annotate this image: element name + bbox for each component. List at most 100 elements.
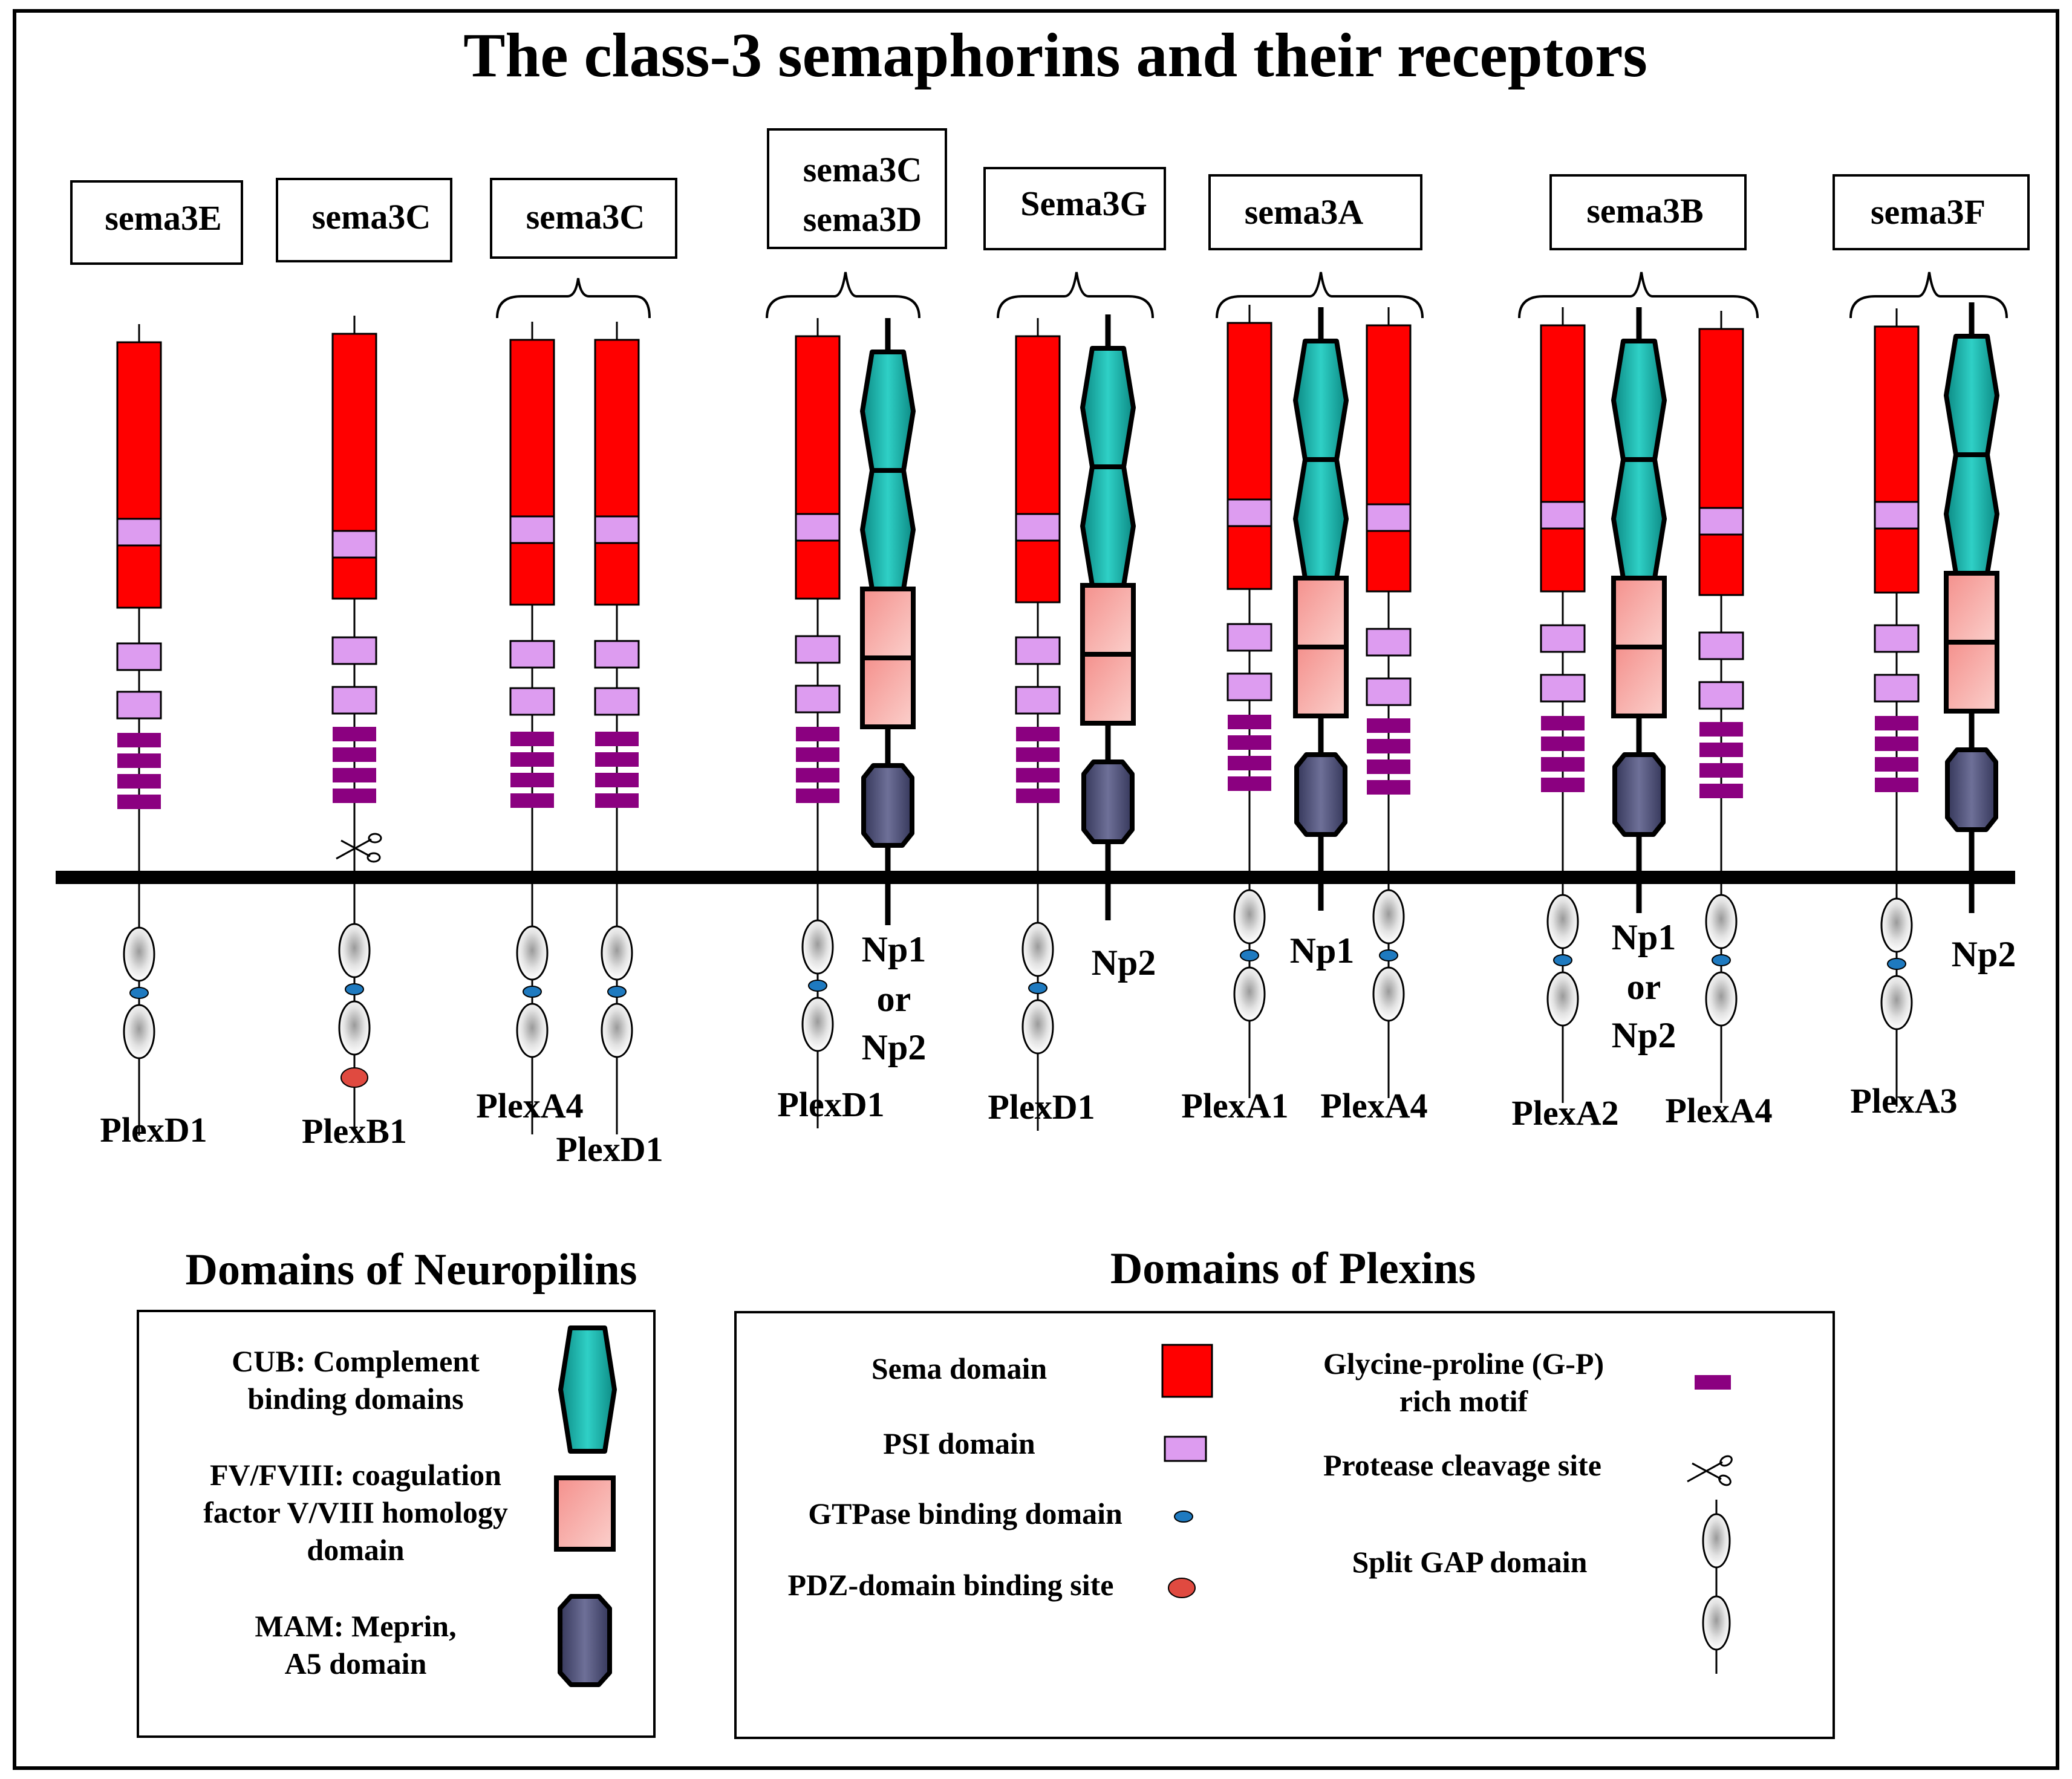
neuropilin-receptor-4 [1611, 307, 1667, 913]
ligand-box-sema3a [1208, 174, 1422, 250]
ligand-box-sema3e [70, 180, 243, 265]
gp-motif [1367, 780, 1410, 795]
gp-motif [595, 752, 639, 767]
receptor-label-plexa2: PlexA2 [1511, 1093, 1618, 1133]
psi-domain [1366, 628, 1412, 657]
psi-domain [1227, 672, 1272, 701]
receptor-labels: PlexD1 PlexB1 PlexA4 PlexD1 PlexD1 PlexD… [100, 1081, 1957, 1169]
receptor-label-plexa4-3: PlexA4 [1665, 1091, 1772, 1130]
gp-motif [1875, 716, 1918, 730]
gtpase-binding-domain [1712, 954, 1731, 966]
gtpase-binding-domain [1028, 982, 1047, 994]
outer-frame [13, 9, 2059, 1770]
figure-title: The class-3 semaphorins and their recept… [463, 21, 1647, 90]
gp-motif [1541, 716, 1585, 730]
gtpase-binding-domain [1553, 954, 1572, 966]
legend-pdz-text: PDZ-domain binding site [787, 1568, 1113, 1602]
gp-motif [117, 795, 161, 809]
gp-motif [510, 793, 554, 808]
gp-motif [1541, 757, 1585, 772]
mam-domain [1081, 759, 1135, 844]
legend-fv-text-3: domain [307, 1533, 404, 1567]
split-gap-domain [1372, 966, 1405, 1022]
split-gap-domain [123, 926, 155, 982]
plexin-receptor-1 [116, 324, 162, 1136]
neuropilin-receptor-3 [1293, 307, 1349, 911]
gp-motif [796, 789, 839, 803]
gtpase-binding-domain [523, 986, 542, 998]
gp-motif [1699, 743, 1743, 757]
split-gap-domain [516, 925, 549, 981]
split-gap-domain [1372, 889, 1405, 945]
np-label-np1-a: Np1 [862, 929, 927, 969]
psi-domain [1540, 501, 1586, 530]
psi-domain [1874, 624, 1920, 653]
mam-domain [1612, 752, 1666, 837]
split-gap-domain [123, 1004, 155, 1059]
legend-gp-text-2: rich motif [1399, 1384, 1529, 1418]
cub-domain [1293, 339, 1349, 462]
cub-domain [860, 468, 916, 591]
split-gap-domain [1233, 966, 1266, 1022]
mam-domain [861, 763, 914, 848]
brace-sema3f [1849, 272, 2008, 319]
psi-domain [1540, 674, 1586, 703]
split-gap-domain [1546, 894, 1579, 949]
plexin-receptor-11 [1874, 308, 1920, 1107]
legend-cub-text-2: binding domains [247, 1382, 463, 1416]
psi-domain [1698, 631, 1744, 660]
gtpase-domain-icon [1174, 1511, 1193, 1523]
receptor-label-plexa4-1: PlexA4 [476, 1086, 583, 1125]
ligand-label-sema3c-3: sema3C [803, 150, 922, 189]
pdz-binding-site-icon [1168, 1578, 1196, 1598]
brace-sema3b [1518, 272, 1759, 319]
brace-sema3g [997, 272, 1154, 319]
legend-plexins-heading: Domains of Plexins [1110, 1244, 1476, 1293]
gp-motif [1367, 759, 1410, 774]
receptor-label-plexd1-3: PlexD1 [777, 1085, 884, 1124]
plexin-receptor-8 [1366, 307, 1412, 1098]
gtpase-binding-domain [1887, 958, 1906, 970]
ligand-label-sema3c-1: sema3C [312, 197, 431, 236]
plexin-receptor-10 [1698, 311, 1744, 1103]
neuropilin-receptor-1 [860, 318, 916, 925]
plexin-receptor-4 [594, 322, 640, 1134]
pdz-binding-site [340, 1067, 368, 1088]
gp-motif [117, 733, 161, 747]
cub-domain [1293, 457, 1349, 581]
sema-domain-icon [1161, 1344, 1213, 1398]
legend-fv-text-1: FV/FVIII: coagulation [210, 1458, 501, 1492]
split-gap-domain [601, 925, 633, 981]
psi-domain [1015, 513, 1061, 542]
psi-domain [1874, 501, 1920, 530]
np-label-np1-b: Np1 [1290, 931, 1355, 971]
split-gap-domain [1880, 897, 1913, 953]
sema-domain [594, 339, 640, 606]
gp-motif [1367, 739, 1410, 753]
ligand-box-sema3c-1 [276, 178, 452, 262]
gp-motif [595, 732, 639, 746]
gtpase-binding-domain [345, 983, 364, 995]
ligand-box-sema3g [983, 167, 1166, 250]
legend-psi-text: PSI domain [883, 1426, 1035, 1460]
receptor-label-plexb1: PlexB1 [302, 1111, 407, 1151]
psi-domain [1540, 624, 1586, 653]
psi-domain [331, 636, 377, 665]
np-label-np2-d: Np2 [1952, 934, 2016, 974]
scissors-blade [336, 838, 372, 860]
gp-motif [1699, 784, 1743, 798]
psi-domain [1227, 623, 1272, 652]
split-gap-domain [1233, 889, 1266, 945]
plexin-receptor-2 [331, 316, 382, 1132]
psi-domain [1366, 503, 1412, 532]
split-gap-domain [1546, 971, 1579, 1027]
gp-motif [510, 732, 554, 746]
ligand-box-sema3c-2 [490, 178, 677, 259]
np-label-np1-c: Np1 [1612, 917, 1676, 957]
sema-domain [1698, 328, 1744, 596]
split-gap-domain [1705, 971, 1738, 1027]
split-gap-domain [338, 1000, 371, 1056]
cub-domain [860, 350, 916, 473]
gp-motif [1016, 727, 1060, 741]
gtpase-binding-domain [808, 980, 827, 992]
